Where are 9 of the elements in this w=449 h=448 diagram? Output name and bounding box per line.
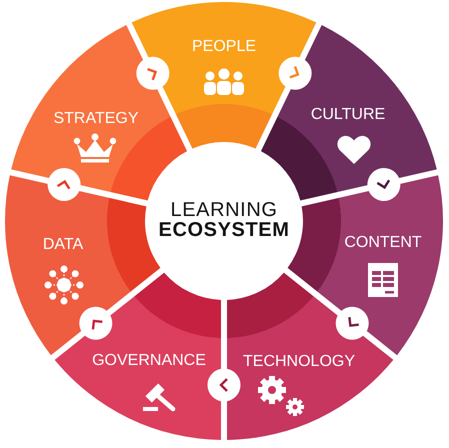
hub-title: LEARNING ECOSYSTEM [158,200,290,240]
wheel-segment [224,270,396,440]
segment-label: PEOPLE [192,39,256,55]
segment-label: CULTURE [310,107,386,123]
segment-label: STRATEGY [53,111,139,127]
segment-label: CONTENT [344,235,422,251]
segment-label: TECHNOLOGY [243,354,355,370]
segment-label: DATA [42,237,84,253]
segment-label: GOVERNANCE [92,353,206,369]
